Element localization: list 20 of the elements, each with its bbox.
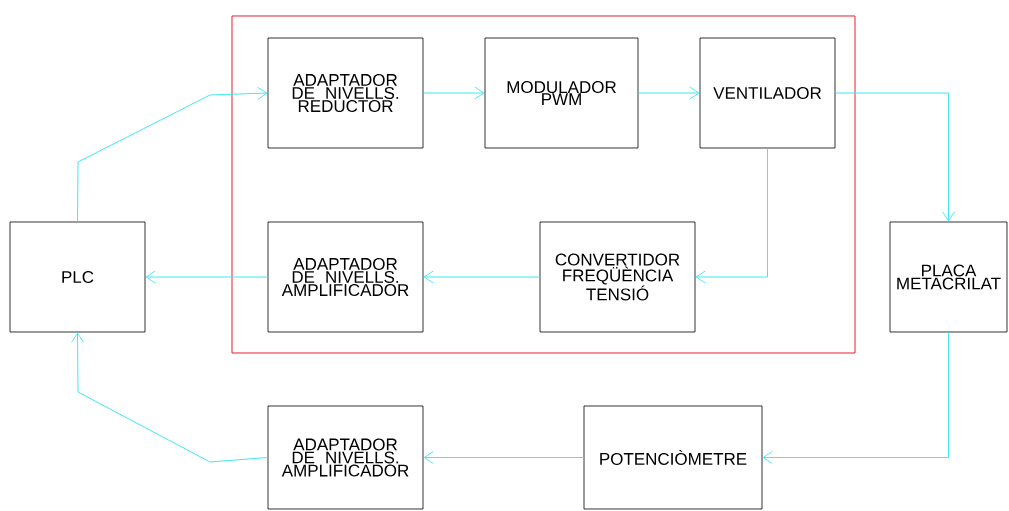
process-box: ADAPTADOR DE NIVELLS. REDUCTOR bbox=[267, 37, 424, 149]
arrow bbox=[637, 86, 700, 100]
process-box: PLACA METACRILAT bbox=[889, 221, 1008, 333]
process-box: POTENCIÒMETRE bbox=[583, 405, 763, 510]
arrow bbox=[762, 331, 949, 464]
process-box: VENTILADOR bbox=[699, 37, 836, 149]
group-frame bbox=[231, 15, 856, 354]
process-box: CONVERTIDOR FREQÜÈNCIA TENSIÓ bbox=[539, 221, 696, 333]
arrow bbox=[422, 86, 485, 100]
arrow bbox=[423, 451, 585, 464]
process-box: ADAPTADOR DE NIVELLS. AMPLIFICADOR bbox=[267, 405, 424, 510]
arrow bbox=[834, 92, 955, 222]
process-box: MODULADOR PWM bbox=[484, 37, 639, 149]
arrow bbox=[77, 86, 268, 223]
process-box: PLC bbox=[9, 221, 146, 333]
arrow bbox=[423, 270, 541, 284]
process-box: ADAPTADOR DE NIVELLS. AMPLIFICADOR bbox=[267, 221, 424, 333]
arrow bbox=[145, 270, 269, 284]
arrow bbox=[71, 332, 269, 463]
arrow bbox=[695, 147, 768, 284]
